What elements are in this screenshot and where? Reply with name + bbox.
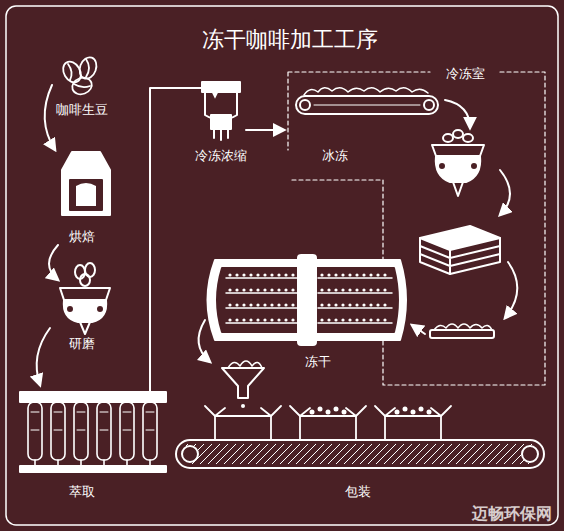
step-label: 咖啡生豆 — [56, 102, 108, 118]
step-label: 研磨 — [69, 336, 95, 352]
step-label: 冷冻室 — [446, 66, 485, 82]
watermark: 迈畅环保网 — [472, 504, 552, 523]
step-label: 冻干 — [305, 354, 331, 370]
step-label: 包装 — [345, 484, 371, 500]
step-label: 萃取 — [69, 484, 95, 500]
step-label: 冷冻浓缩 — [195, 148, 247, 164]
step-label: 烘焙 — [69, 229, 95, 245]
diagram-title: 冻干咖啡加工工序 — [202, 25, 378, 55]
step-label: 冰冻 — [322, 148, 348, 164]
